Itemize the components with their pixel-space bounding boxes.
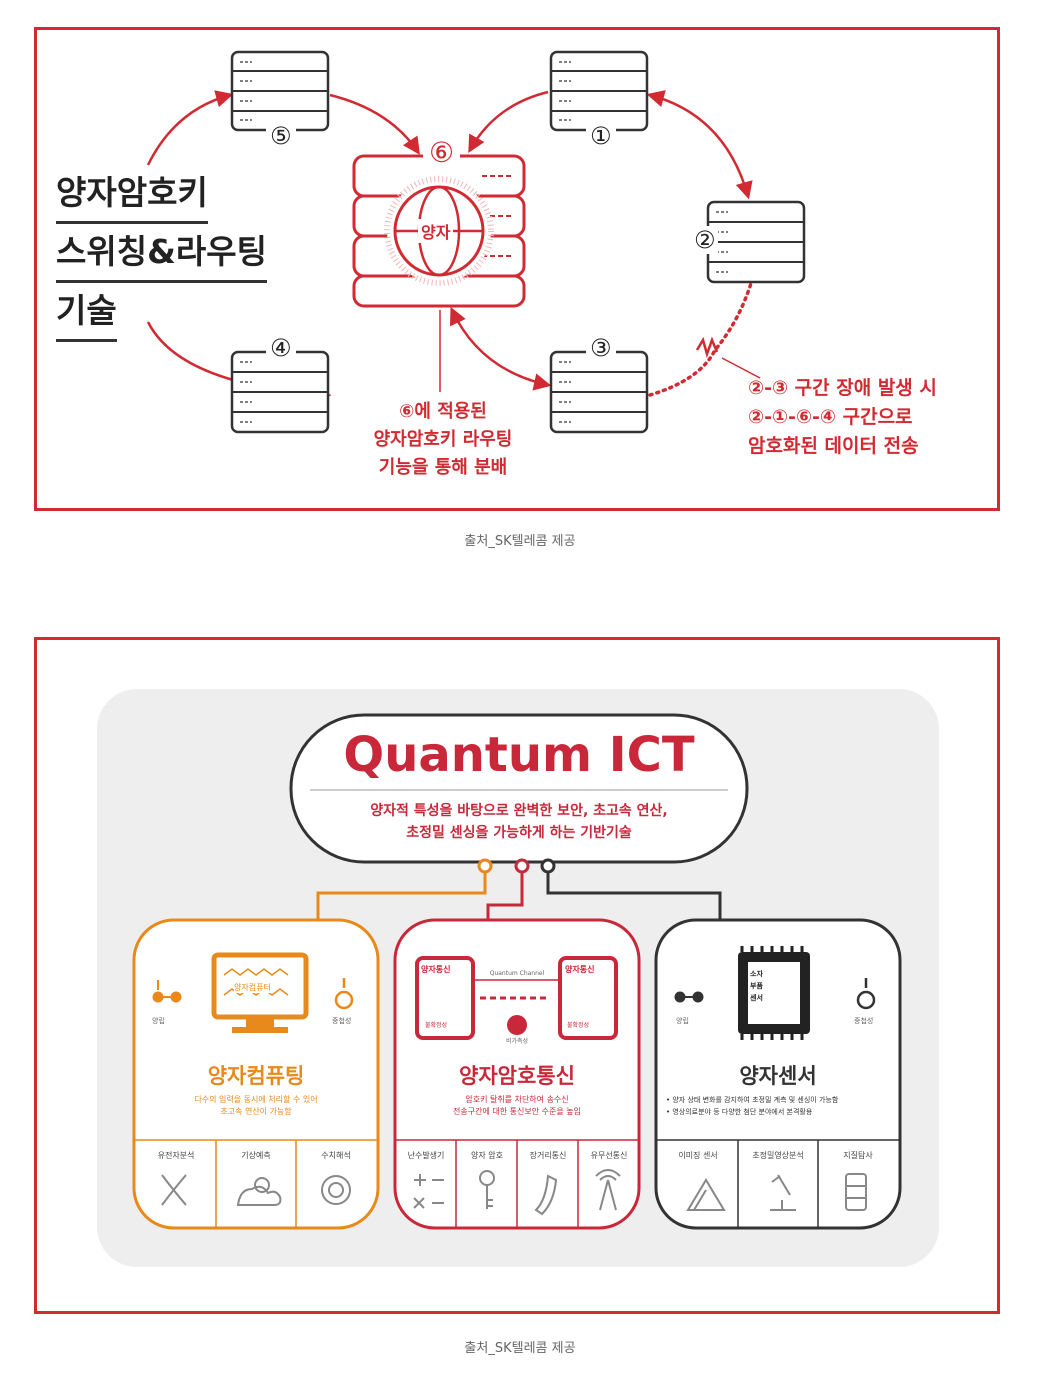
crypto-desc: 암호키 탈취를 차단하여 송수신 전송구간에 대한 통신보안 수준을 높임 <box>395 1094 639 1118</box>
computing-desc-line-1: 다수의 입력을 동시에 처리할 수 있어 <box>194 1095 318 1104</box>
node-label-5: ⑤ <box>266 122 296 150</box>
node-label-4: ④ <box>266 334 296 362</box>
server-node-3 <box>549 350 649 434</box>
sensor-chip-line-2: 부품 <box>750 982 763 990</box>
broken-link-2-3 <box>648 278 754 397</box>
arrow-1-to-6 <box>468 90 549 154</box>
crypto-bottom-label: 비가측성 <box>505 1038 529 1045</box>
sensor-desc: • 양자 상태 변화를 감지하여 초정밀 계측 및 센싱이 가능함 • 영상의료… <box>666 1094 896 1118</box>
connector-sensor <box>546 866 722 922</box>
card-sensor: 소자 부품 센서 양립 중첩성 양자센서 • 양자 상태 변화를 감지하여 초정… <box>656 920 900 1228</box>
numeric-icon <box>321 1175 351 1205</box>
computing-desc-line-2: 초고속 연산이 가능함 <box>220 1107 292 1116</box>
annotation-routing-line-3: 기능을 통해 분배 <box>378 457 508 478</box>
sensor-desc-line-2: • 영상의료분야 등 다양한 첨단 분야에서 본격활용 <box>666 1108 813 1116</box>
connector-crypto <box>486 866 524 922</box>
qubit-right-icon <box>334 978 354 1010</box>
card-crypto: 양자통신 양자통신 Quantum Channel 불확정성 불확정성 비가측성… <box>395 920 639 1228</box>
sensor-item-3: 지질탐사 <box>843 1151 873 1160</box>
annotation-failover-line-1: ②-③ 구간 장애 발생 시 <box>748 377 937 399</box>
crypto-item-2: 양자 암호 <box>471 1151 503 1160</box>
crypto-left-sub: 불확정성 <box>425 1022 448 1029</box>
leader-line-right <box>721 357 761 379</box>
break-zigzag <box>695 336 719 359</box>
crypto-channel-label: Quantum Channel <box>489 970 545 977</box>
microscope-icon <box>770 1174 796 1211</box>
computing-item-1: 유전자분석 <box>157 1151 195 1160</box>
crypto-right-sub: 불확정성 <box>567 1022 590 1029</box>
computing-screen-label: 양자컴퓨터 <box>234 982 271 993</box>
sensor-chip-icon <box>738 946 810 1040</box>
card-computing-frame <box>132 918 380 1230</box>
arrow-6-3-double <box>449 306 552 391</box>
crypto-item-4: 유무선통신 <box>590 1151 628 1160</box>
server-node-5 <box>230 50 330 132</box>
crypto-item-1: 난수발생기 <box>407 1151 445 1160</box>
computing-right-label: 중첩성 <box>332 1017 352 1025</box>
ict-subtitle-line-1: 양자적 특성을 바탕으로 완벽한 보안, 초고속 연산, <box>370 803 668 819</box>
barrel-icon <box>845 1173 867 1211</box>
computing-item-2: 기상예측 <box>241 1151 271 1160</box>
sensor-right-label: 중첩성 <box>854 1017 874 1025</box>
computing-item-3: 수치해석 <box>321 1151 351 1160</box>
sensor-qubit-left-icon <box>674 991 704 1003</box>
caption-1: 출처_SK텔레콤 제공 <box>464 534 576 549</box>
annotation-routing-line-1: ⑥에 적용된 <box>399 401 487 422</box>
routing-title-line-3: 기술 <box>56 283 117 342</box>
quantum-channel-icon <box>415 956 618 1040</box>
weather-icon <box>236 1177 282 1206</box>
ict-title: Quantum ICT <box>343 727 695 783</box>
computing-left-label: 양립 <box>152 1017 165 1025</box>
sensor-left-label: 양립 <box>676 1017 689 1025</box>
qubit-left-icon <box>152 980 182 1003</box>
annotation-failover: ②-③ 구간 장애 발생 시 ②-①-⑥-④ 구간으로 암호화된 데이터 전송 <box>748 374 984 461</box>
routing-title-line-2: 스위칭&라우팅 <box>56 224 267 283</box>
crypto-desc-line-2: 전송구간에 대한 통신보안 수준을 높임 <box>453 1107 581 1116</box>
dna-icon <box>161 1174 187 1206</box>
computing-name: 양자컴퓨팅 <box>207 1064 305 1088</box>
core-label: 양자 <box>418 219 454 243</box>
imaging-sensor-icon <box>686 1178 726 1211</box>
card-computing: 양자컴퓨터 양립 중첩성 양자컴퓨팅 다수의 입력을 동시에 처리할 수 있어 … <box>134 920 378 1228</box>
long-distance-icon <box>534 1174 558 1216</box>
sensor-qubit-right-icon <box>856 978 876 1010</box>
node-label-3: ③ <box>586 334 616 362</box>
node-label-1: ① <box>586 122 616 150</box>
annotation-failover-line-3: 암호화된 데이터 전송 <box>748 435 919 457</box>
ict-subtitle: 양자적 특성을 바탕으로 완벽한 보안, 초고속 연산, 초정밀 센싱을 가능하… <box>291 800 747 844</box>
connector-computing <box>316 866 487 922</box>
ict-subtitle-line-2: 초정밀 센싱을 가능하게 하는 기반기술 <box>406 825 632 841</box>
sensor-desc-line-1: • 양자 상태 변화를 감지하여 초정밀 계측 및 센싱이 가능함 <box>666 1096 839 1104</box>
random-number-icon <box>413 1174 444 1209</box>
sensor-chip-text: 소자 부품 센서 <box>750 968 763 1004</box>
crypto-right-box-label: 양자통신 <box>565 965 595 974</box>
node-label-6: ⑥ <box>423 136 461 169</box>
sensor-item-2: 초정밀영상분석 <box>752 1151 804 1160</box>
crypto-desc-line-1: 암호키 탈취를 차단하여 송수신 <box>465 1095 569 1104</box>
key-icon <box>479 1170 495 1209</box>
crypto-name: 양자암호통신 <box>459 1064 575 1088</box>
sensor-name: 양자센서 <box>739 1064 817 1088</box>
sensor-chip-line-1: 소자 <box>750 970 763 978</box>
annotation-routing: ⑥에 적용된 양자암호키 라우팅 기능을 통해 분배 <box>358 398 528 482</box>
routing-title-line-1: 양자암호키 <box>56 165 208 224</box>
annotation-failover-line-2: ②-①-⑥-④ 구간으로 <box>748 406 913 428</box>
crypto-left-box-label: 양자통신 <box>421 965 451 974</box>
card-sensor-frame <box>654 918 902 1230</box>
annotation-routing-line-2: 양자암호키 라우팅 <box>373 429 513 450</box>
arrow-left-to-5 <box>146 90 234 166</box>
routing-title: 양자암호키 스위칭&라우팅 기술 <box>56 165 316 342</box>
antenna-icon <box>595 1169 621 1211</box>
crypto-item-3: 장거리통신 <box>529 1151 567 1160</box>
caption-2: 출처_SK텔레콤 제공 <box>464 1341 576 1356</box>
sensor-chip-line-3: 센서 <box>750 994 763 1002</box>
computing-desc: 다수의 입력을 동시에 처리할 수 있어 초고속 연산이 가능함 <box>134 1094 378 1118</box>
arrow-1-2-double <box>646 90 753 200</box>
node-label-2: ② <box>692 226 718 254</box>
arrow-5-to-6 <box>329 93 420 155</box>
sensor-item-1: 이미징 센서 <box>678 1151 718 1160</box>
